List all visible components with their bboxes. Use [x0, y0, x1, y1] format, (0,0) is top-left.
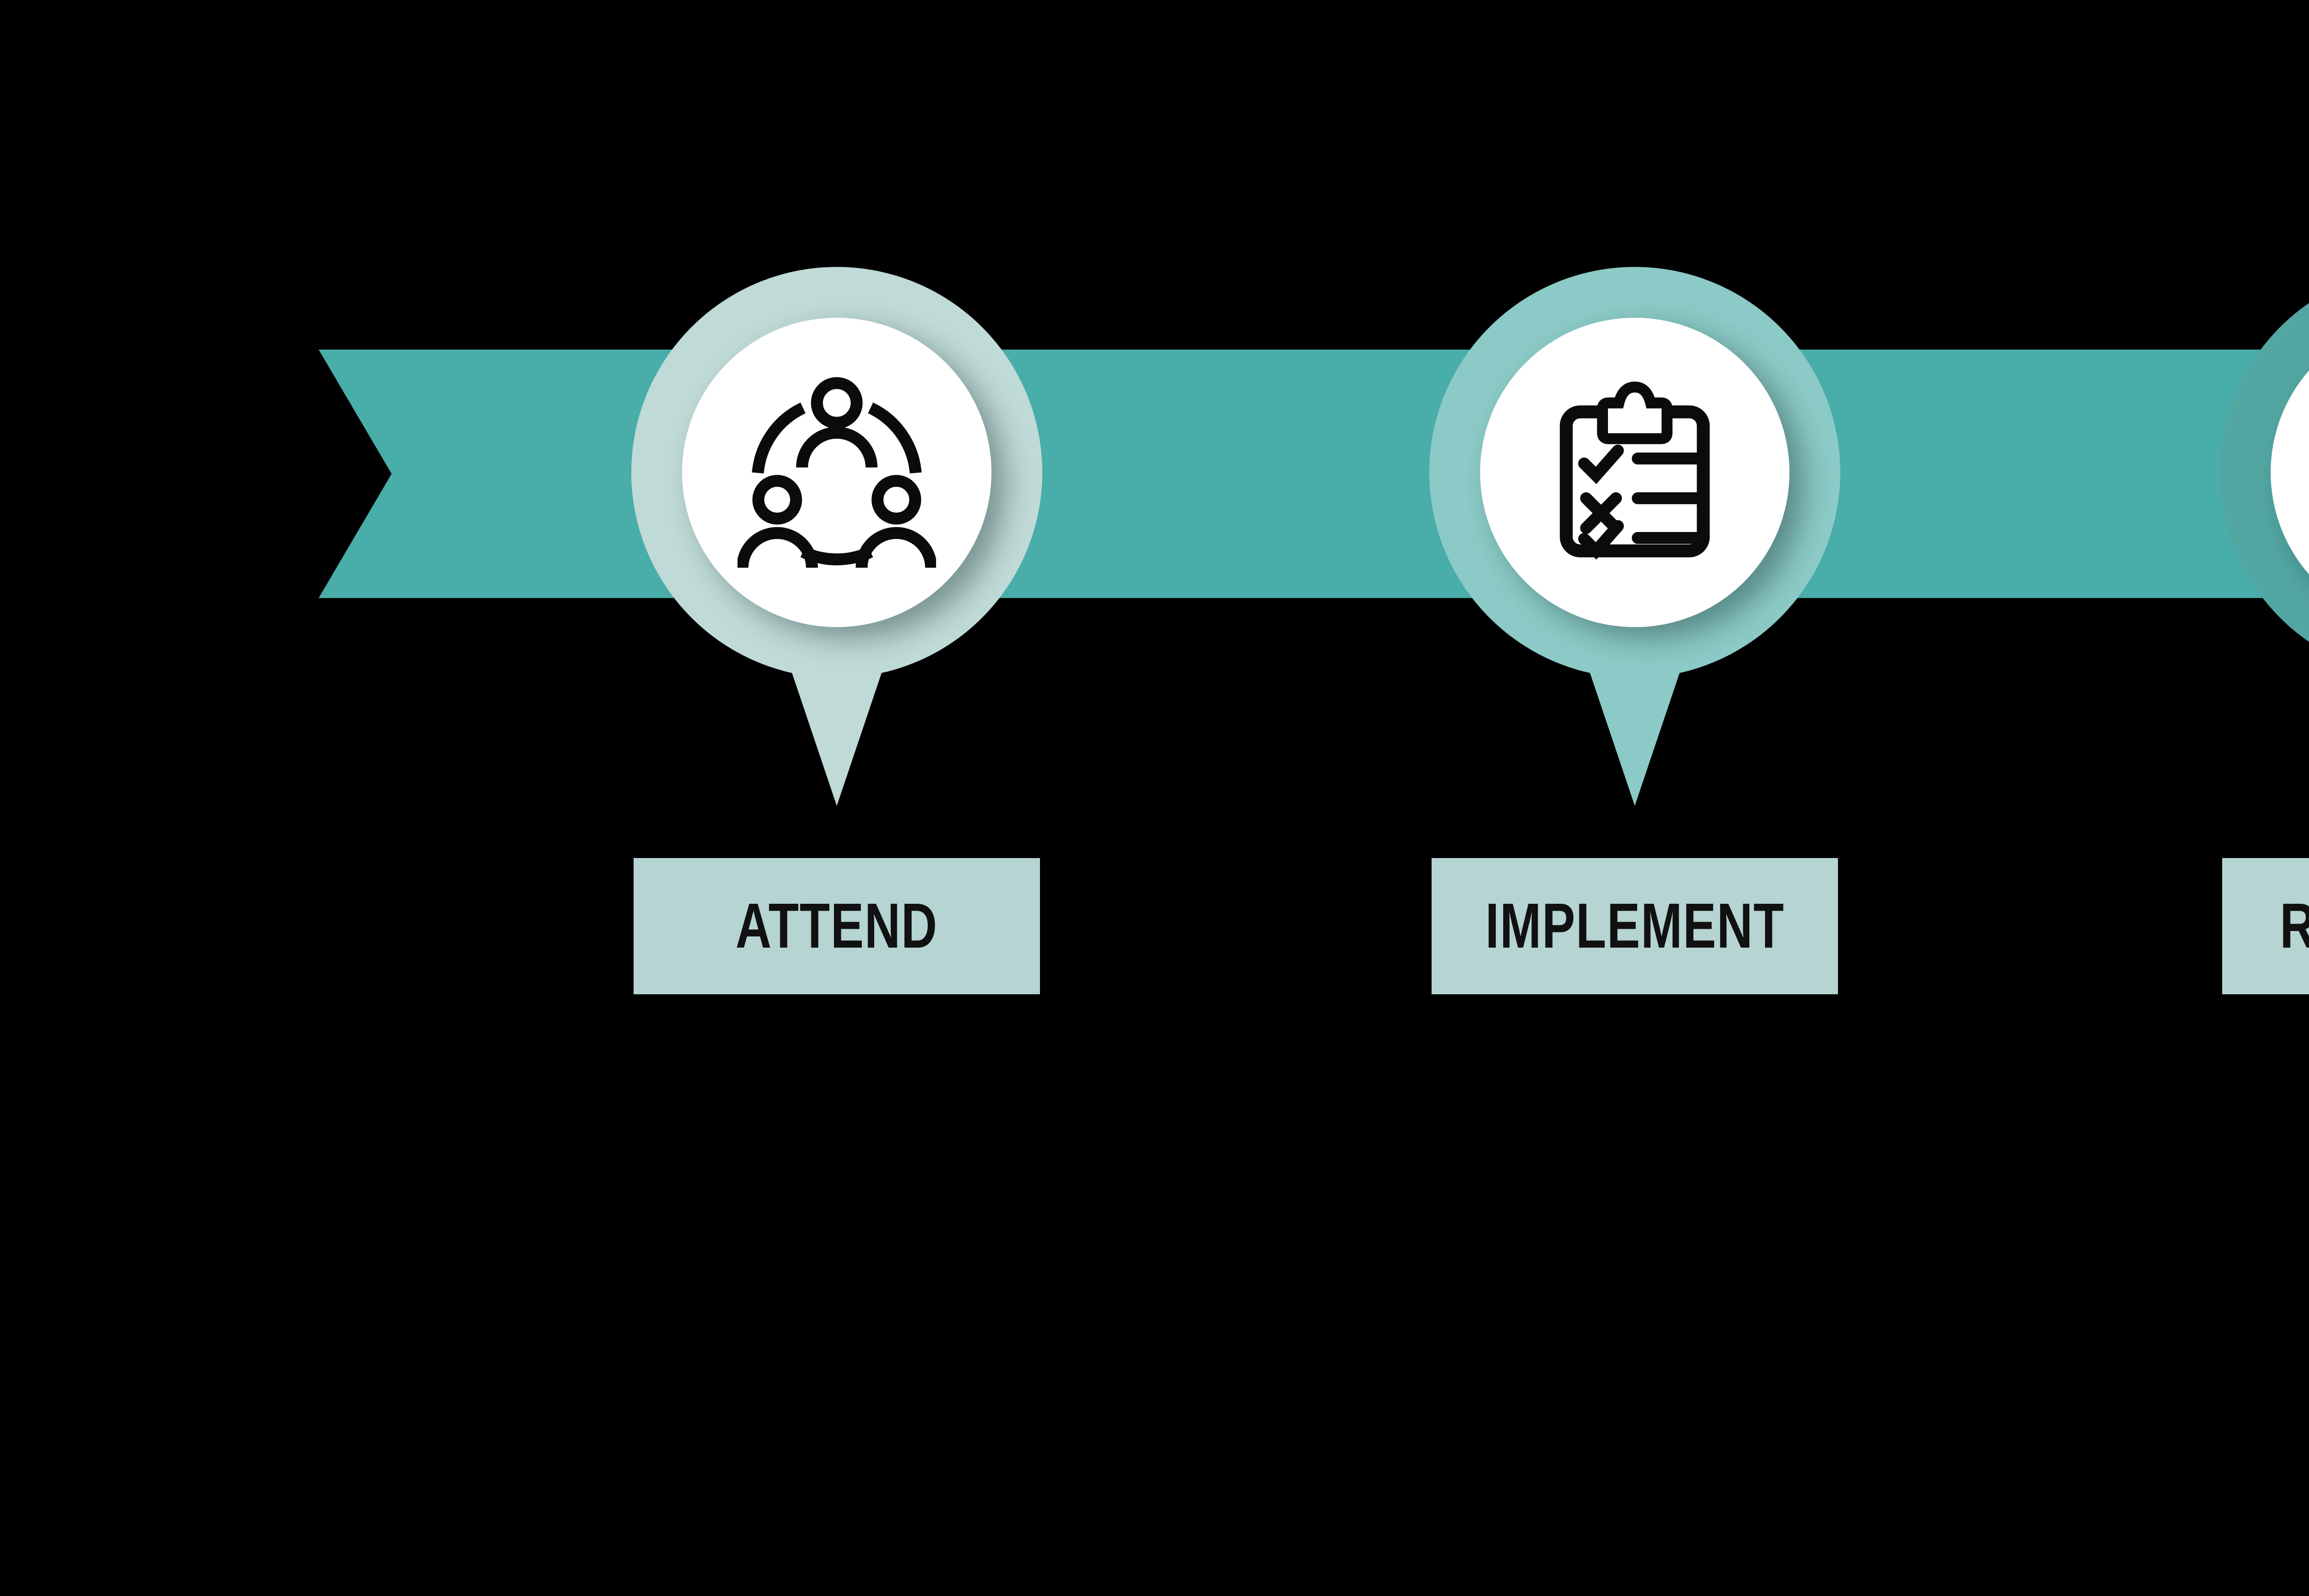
- clipboard-checklist-icon: [1535, 373, 1734, 572]
- step-label-box: ATTEND: [634, 858, 1040, 994]
- people-network-icon: [737, 373, 936, 572]
- step-label-box: RE-ADJUST: [2222, 858, 2309, 994]
- arrow-ribbon: [319, 350, 2309, 598]
- step-label: ATTEND: [736, 890, 938, 961]
- icon-disc: [1480, 318, 1789, 627]
- step-label: RE-ADJUST: [2280, 889, 2309, 963]
- step-label: IMPLEMENT: [1485, 890, 1784, 961]
- step-label-box: IMPLEMENT: [1432, 858, 1838, 994]
- icon-disc: [682, 318, 991, 627]
